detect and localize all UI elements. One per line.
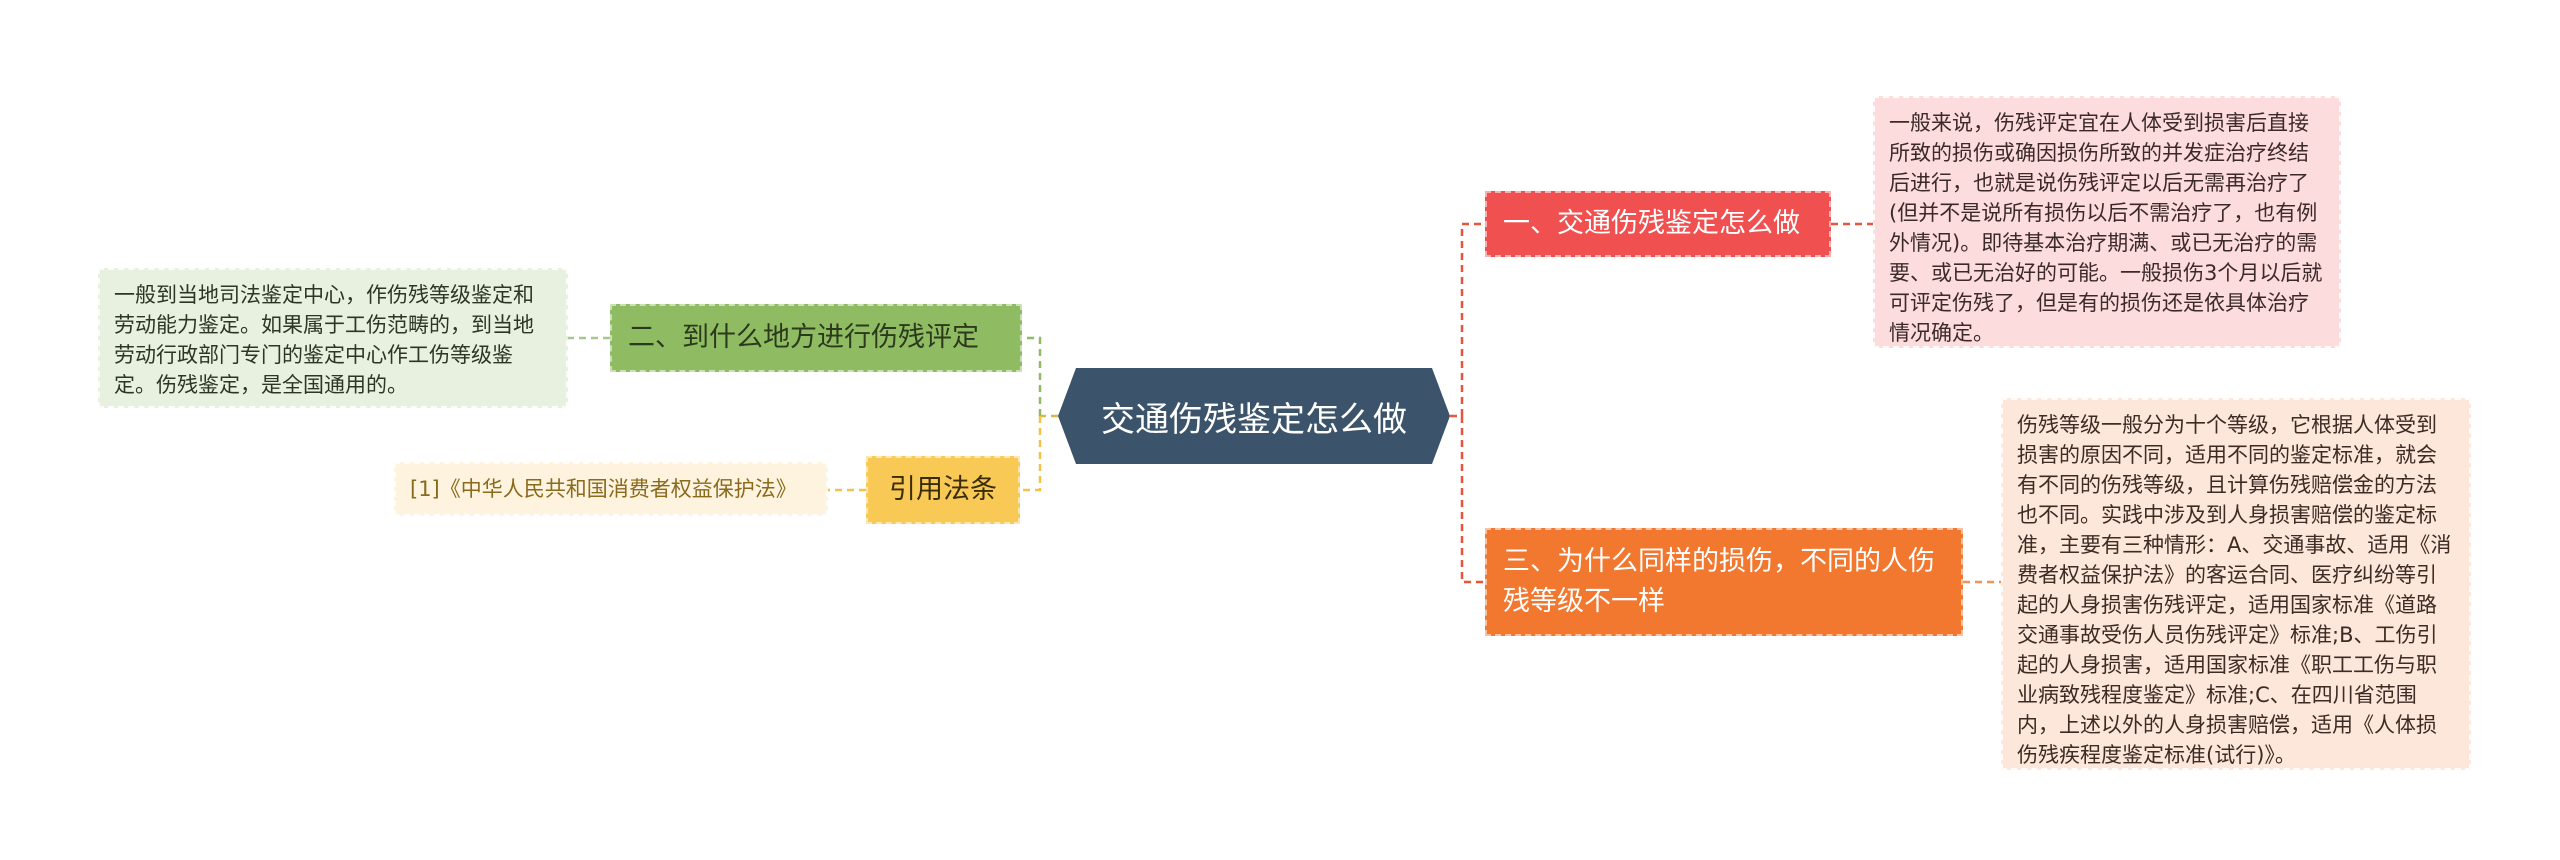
leaf-node-2[interactable]: 一般到当地司法鉴定中心，作伤残等级鉴定和劳动能力鉴定。如果属于工伤范畴的，到当地… <box>98 268 568 408</box>
branch-1-label: 一、交通伤残鉴定怎么做 <box>1503 208 1800 239</box>
connector-root-branch-2 <box>1022 336 1042 416</box>
leaf-2-text: 一般到当地司法鉴定中心，作伤残等级鉴定和劳动能力鉴定。如果属于工伤范畴的，到当地… <box>114 283 534 397</box>
branch-citation-label: 引用法条 <box>889 474 997 505</box>
branch-2-label: 二、到什么地方进行伤残评定 <box>628 322 979 353</box>
leaf-1-text: 一般来说，伤残评定宜在人体受到损害后直接所致的损伤或确因损伤所致的并发症治疗终结… <box>1889 111 2323 345</box>
branch-node-1[interactable]: 一、交通伤残鉴定怎么做 <box>1485 191 1831 257</box>
connector-root-branch-cite <box>1020 416 1042 492</box>
branch-node-3[interactable]: 三、为什么同样的损伤，不同的人伤残等级不一样 <box>1485 528 1963 636</box>
branch-node-2[interactable]: 二、到什么地方进行伤残评定 <box>610 304 1022 372</box>
root-label: 交通伤残鉴定怎么做 <box>1101 399 1407 440</box>
leaf-node-citation[interactable]: [1]《中华人民共和国消费者权益保护法》 <box>394 462 828 516</box>
leaf-node-3[interactable]: 伤残等级一般分为十个等级，它根据人体受到损害的原因不同，适用不同的鉴定标准，就会… <box>2001 398 2471 770</box>
connector-root-branch-1 <box>1450 222 1485 418</box>
connector-root-branch-3 <box>1460 416 1485 584</box>
leaf-3-text: 伤残等级一般分为十个等级，它根据人体受到损害的原因不同，适用不同的鉴定标准，就会… <box>2017 413 2452 767</box>
branch-3-label: 三、为什么同样的损伤，不同的人伤残等级不一样 <box>1503 546 1935 617</box>
root-hexagon-shape <box>1058 368 1450 464</box>
leaf-citation-text: [1]《中华人民共和国消费者权益保护法》 <box>410 477 797 501</box>
branch-node-citation[interactable]: 引用法条 <box>866 456 1020 524</box>
leaf-node-1[interactable]: 一般来说，伤残评定宜在人体受到损害后直接所致的损伤或确因损伤所致的并发症治疗终结… <box>1873 96 2341 348</box>
root-node[interactable]: 交通伤残鉴定怎么做 <box>1058 368 1450 464</box>
